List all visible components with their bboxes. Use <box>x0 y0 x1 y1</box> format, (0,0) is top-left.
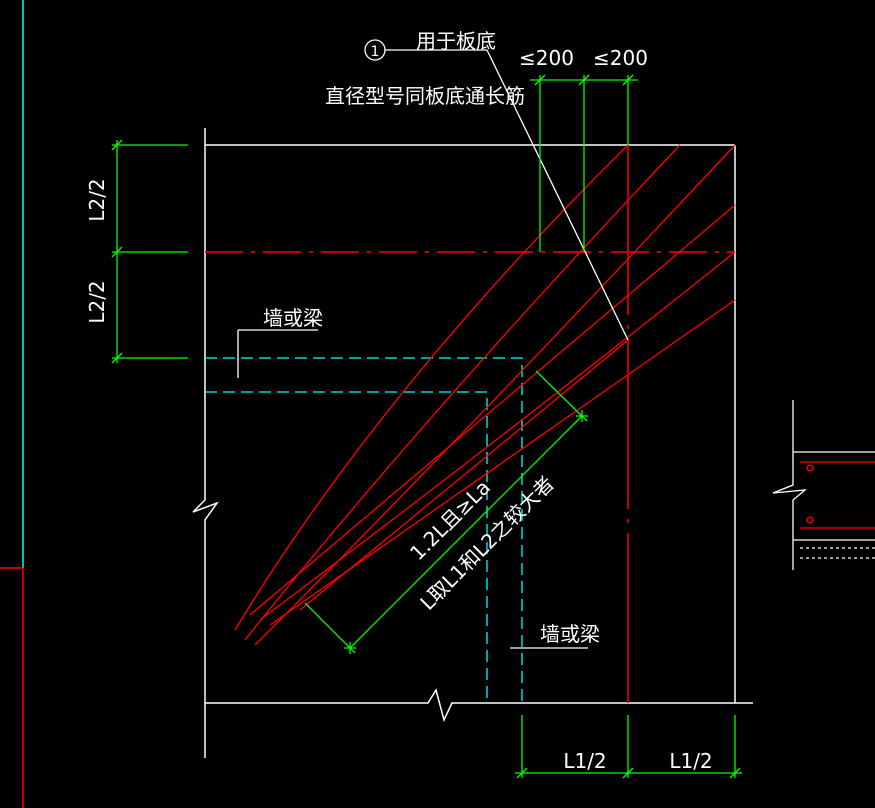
slab-outline <box>192 128 753 758</box>
callout-number: 1 <box>371 44 380 60</box>
dim-bottom-right-label: L1/2 <box>669 749 712 773</box>
callout-leader <box>364 39 629 341</box>
right-partial-detail <box>772 400 875 570</box>
dim-top-label: L2/2 <box>85 178 109 221</box>
dim-bottom-label: L2/2 <box>85 280 109 323</box>
corner-rebars <box>234 144 736 646</box>
wall-beam-label-top: 墙或梁 <box>263 306 323 330</box>
dim-bottom-left-label: L1/2 <box>563 749 606 773</box>
callout-line2: 直径型号同板底通长筋 <box>325 84 525 108</box>
spacing-label-right: ≤200 <box>593 46 648 70</box>
callout-line1: 用于板底 <box>416 29 496 53</box>
wall-beam-label-bottom: 墙或梁 <box>540 622 600 646</box>
wall-beam-leader-top <box>237 329 318 378</box>
spacing-dimension <box>530 74 638 252</box>
wall-beam-hidden-lines <box>205 357 523 703</box>
vertical-dimension <box>111 139 188 364</box>
bottom-dimension <box>515 715 742 779</box>
diagonal-dimension <box>304 370 588 654</box>
spacing-label-left: ≤200 <box>519 46 574 70</box>
